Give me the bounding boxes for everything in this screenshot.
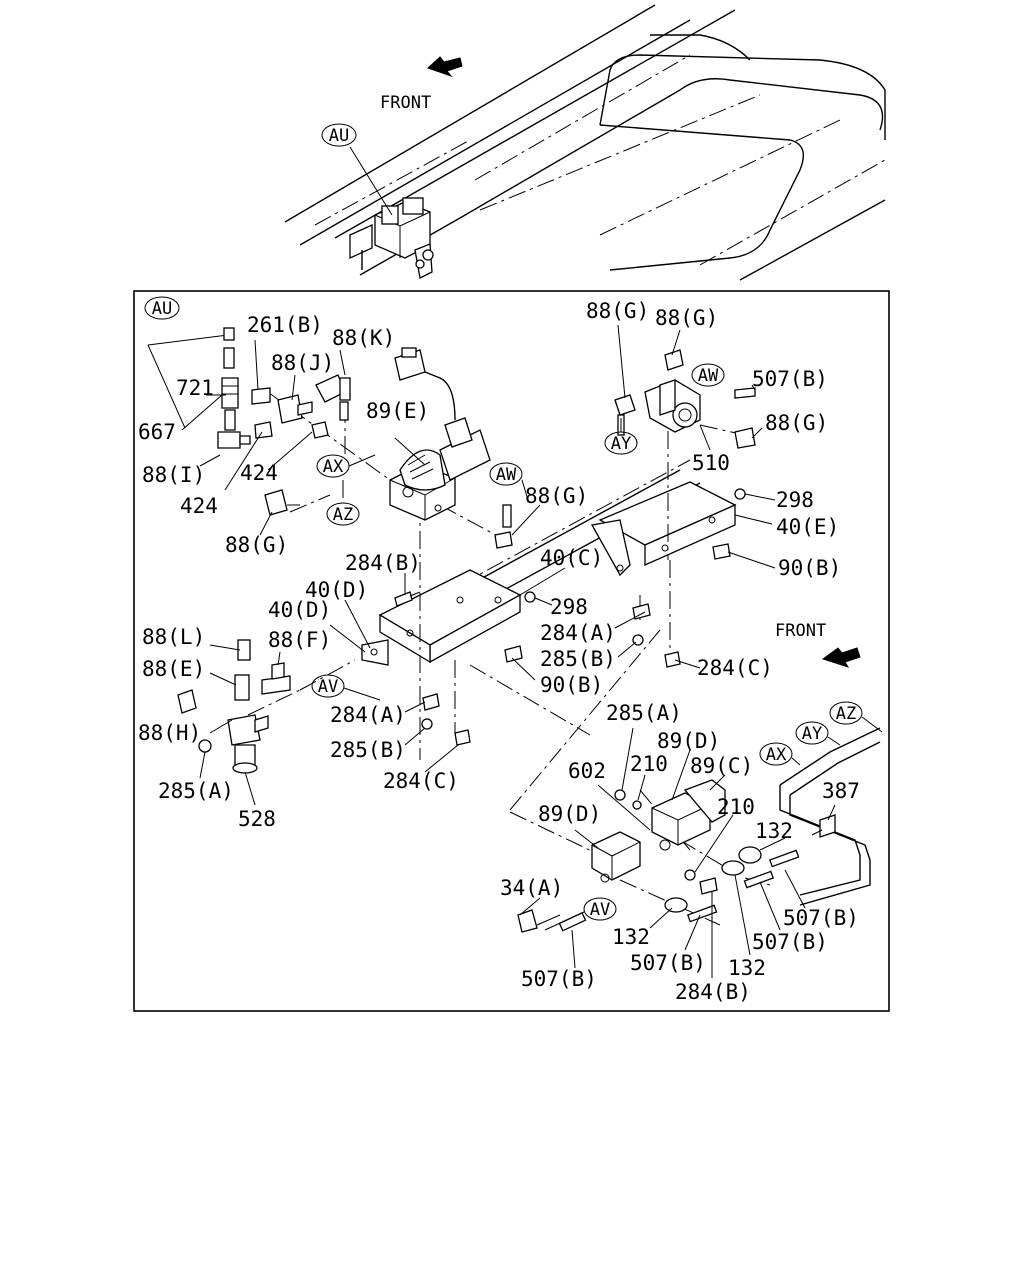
label-298-a: 298 <box>776 488 814 512</box>
label-602: 602 <box>568 759 606 783</box>
ref-lines-lower <box>343 418 883 931</box>
svg-text:AY: AY <box>611 434 631 454</box>
label-88I: 88(I) <box>142 463 205 487</box>
label-284C-a: 284(C) <box>697 656 773 680</box>
label-88G-a: 88(G) <box>225 533 288 557</box>
label-40D-a: 40(D) <box>305 578 368 602</box>
svg-text:AV: AV <box>590 900 610 920</box>
fittings-left <box>147 327 351 516</box>
svg-text:AW: AW <box>496 465 517 485</box>
part-labels: 261(B) 88(K) 88(J) 721 667 88(I) 424 424… <box>138 299 860 1004</box>
label-89E: 89(E) <box>366 399 429 423</box>
bracket-fasteners <box>394 488 746 746</box>
label-387: 387 <box>822 779 860 803</box>
label-210-a: 210 <box>630 752 668 776</box>
label-132-c: 132 <box>728 956 766 980</box>
label-210-b: 210 <box>717 795 755 819</box>
svg-text:AV: AV <box>318 677 338 697</box>
label-510: 510 <box>692 451 730 475</box>
label-261B: 261(B) <box>247 313 323 337</box>
svg-text:AX: AX <box>323 457 344 477</box>
valve-89E <box>389 347 491 521</box>
svg-text:AZ: AZ <box>333 505 353 525</box>
ref-bubble-AU-overview: AU <box>321 123 357 147</box>
label-40C: 40(C) <box>540 546 603 570</box>
label-284B-a: 284(B) <box>345 551 421 575</box>
label-424-b: 424 <box>180 494 218 518</box>
label-285B-b: 285(B) <box>330 738 406 762</box>
bracket-assembly <box>361 459 737 666</box>
overview-valve-assembly <box>349 197 434 279</box>
label-285B-a: 285(B) <box>540 647 616 671</box>
label-88H: 88(H) <box>138 721 201 745</box>
label-88G-e: 88(G) <box>765 411 828 435</box>
label-90B-b: 90(B) <box>540 673 603 697</box>
detail-front-label: FRONT <box>775 621 826 641</box>
label-507B-b: 507(B) <box>783 906 859 930</box>
ref-bubble-AU-corner: AU <box>144 296 180 320</box>
label-34A: 34(A) <box>500 876 563 900</box>
label-132-a: 132 <box>755 819 793 843</box>
label-88L: 88(L) <box>142 625 205 649</box>
label-88K: 88(K) <box>332 326 395 350</box>
label-721: 721 <box>176 376 214 400</box>
label-285A-b: 285(A) <box>606 701 682 725</box>
label-40D-b: 40(D) <box>268 598 331 622</box>
label-285A-a: 285(A) <box>158 779 234 803</box>
ref-bubble-AZ: AZ <box>326 502 360 526</box>
svg-text:AZ: AZ <box>836 704 856 724</box>
label-507B-c: 507(B) <box>752 930 828 954</box>
label-507B-d: 507(B) <box>630 951 706 975</box>
detail-front-arrow <box>821 647 861 668</box>
overview-vehicle-frame <box>284 4 886 281</box>
label-88F: 88(F) <box>268 628 331 652</box>
label-507B-a: 507(B) <box>752 367 828 391</box>
svg-text:AY: AY <box>802 724 822 744</box>
label-528: 528 <box>238 807 276 831</box>
svg-text:AU: AU <box>152 299 172 319</box>
label-88G-d: 88(G) <box>655 306 718 330</box>
label-40E: 40(E) <box>776 515 839 539</box>
label-89D: 89(D) <box>657 729 720 753</box>
label-88E: 88(E) <box>142 657 205 681</box>
label-88G-b: 88(G) <box>525 484 588 508</box>
label-89C: 89(C) <box>690 754 753 778</box>
svg-text:AW: AW <box>698 366 719 386</box>
overview-front-label: FRONT <box>380 93 431 113</box>
ref-bubble-AX-lower: AX <box>759 742 793 766</box>
fittings-top-right <box>494 349 756 549</box>
label-132-b: 132 <box>612 925 650 949</box>
label-88G-c: 88(G) <box>586 299 649 323</box>
label-89D-b: 89(D) <box>538 802 601 826</box>
label-284B-b: 284(B) <box>675 980 751 1004</box>
label-284C-b: 284(C) <box>383 769 459 793</box>
label-88J: 88(J) <box>271 351 334 375</box>
label-284A-b: 284(A) <box>330 703 406 727</box>
label-507B-e: 507(B) <box>521 967 597 991</box>
ref-bubble-AZ-lower: AZ <box>829 701 863 725</box>
svg-text:AU: AU <box>329 126 349 146</box>
fittings-lower-left <box>177 639 291 774</box>
label-284A-a: 284(A) <box>540 621 616 645</box>
ref-bubble-AX: AX <box>316 454 350 478</box>
ref-bubble-AW-top: AW <box>691 363 725 387</box>
ref-bubble-AY-lower: AY <box>795 721 829 745</box>
leader-lines <box>181 324 836 978</box>
overview-front-arrow <box>427 56 463 78</box>
label-298-b: 298 <box>550 595 588 619</box>
label-424-a: 424 <box>240 461 278 485</box>
ref-bubble-AY-top: AY <box>604 431 638 455</box>
svg-text:AX: AX <box>766 745 787 765</box>
ref-bubble-AV-lower: AV <box>583 897 617 921</box>
ref-bubble-AV-left: AV <box>311 674 345 698</box>
detail-frame <box>133 290 890 1012</box>
label-667: 667 <box>138 420 176 444</box>
label-90B-a: 90(B) <box>778 556 841 580</box>
ref-bubble-AW-mid: AW <box>489 462 523 486</box>
